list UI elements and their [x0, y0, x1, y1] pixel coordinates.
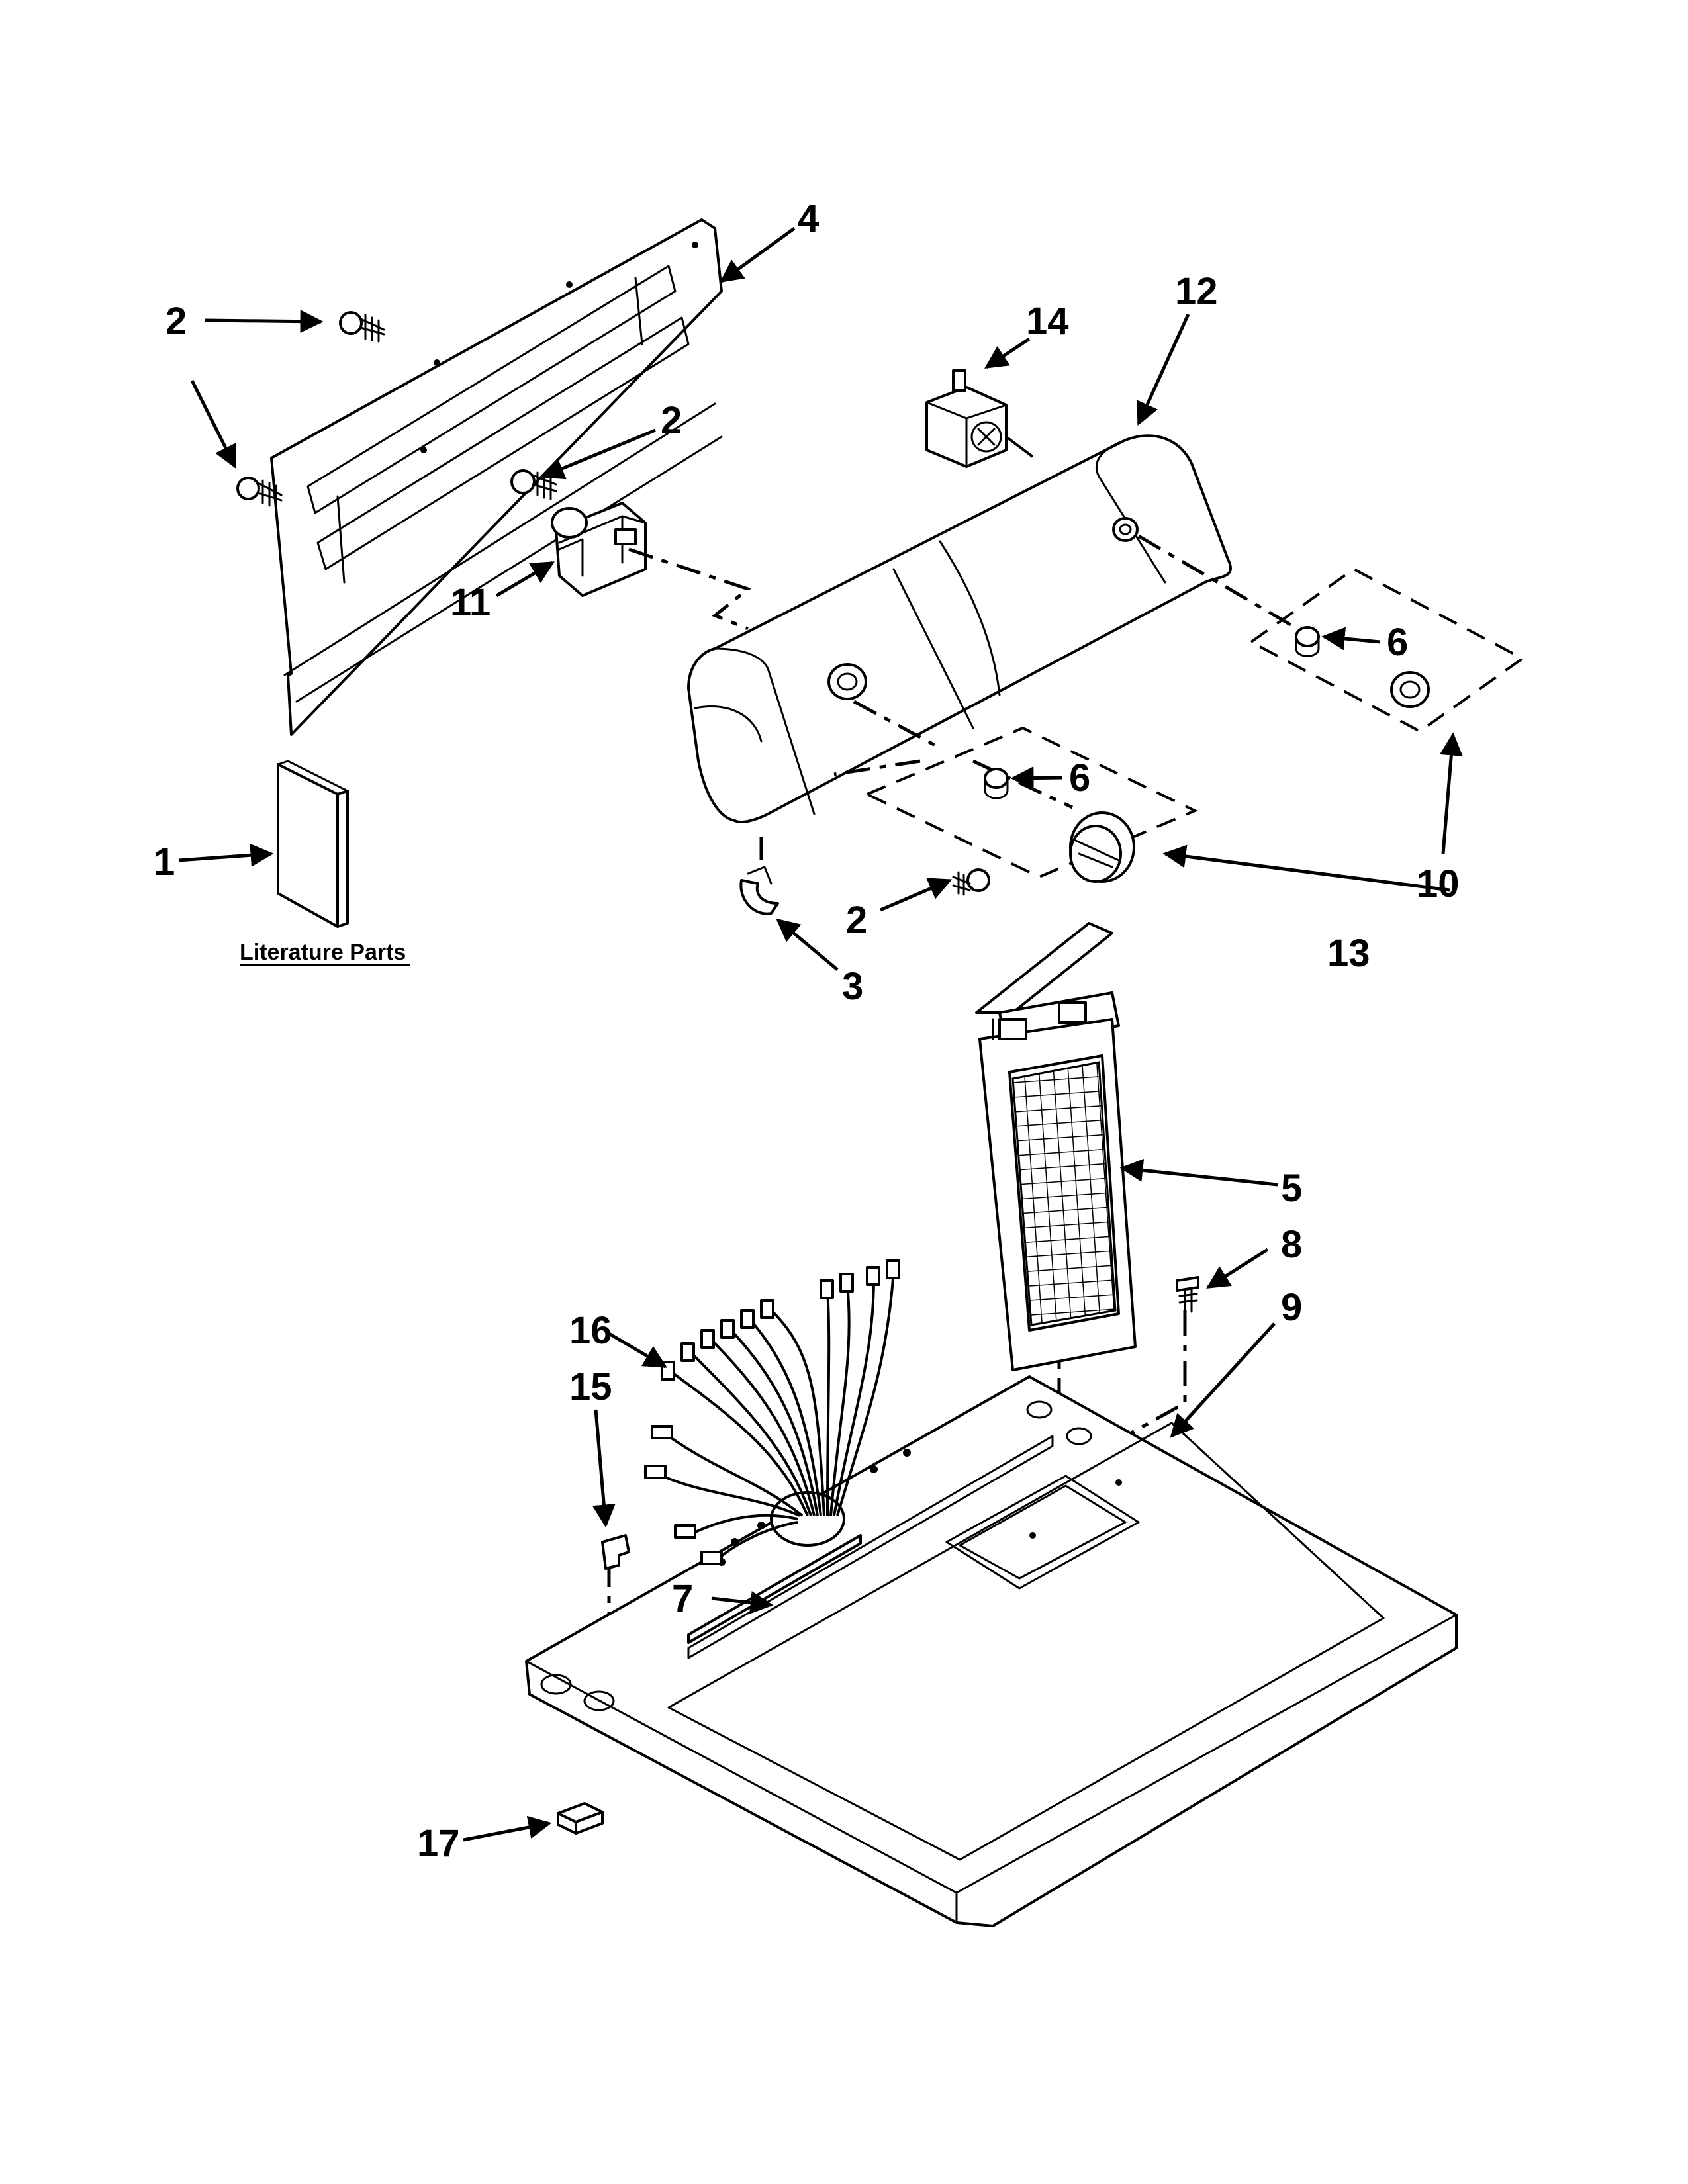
- callout-6-left: 6: [1069, 756, 1090, 799]
- callout-2-timer: 2: [661, 399, 682, 442]
- callout-8: 8: [1281, 1223, 1302, 1266]
- literature-book: [277, 760, 349, 928]
- literature-caption: Literature Parts: [240, 940, 410, 966]
- control-console: [687, 434, 1233, 823]
- foam-block: [557, 1802, 604, 1835]
- callout-1: 1: [154, 841, 175, 884]
- push-to-start-switch: [925, 369, 1034, 468]
- knob-spacer-left: [984, 768, 1009, 799]
- wire-harness: [644, 1259, 900, 1565]
- callout-5: 5: [1281, 1167, 1302, 1210]
- rear-panel-bracket: [270, 218, 723, 736]
- callout-13: 13: [1327, 932, 1370, 975]
- timer-knob: [1069, 811, 1135, 883]
- callout-12: 12: [1175, 270, 1218, 313]
- knob-spacer-right: [1295, 626, 1320, 657]
- callout-16: 16: [569, 1309, 612, 1352]
- screw-timer: [510, 469, 557, 500]
- callout-labels: 4 2 2 11 12 14 6 6 10 13 2 3 1 5 8 9 16 …: [154, 197, 1460, 1865]
- screw-top-panel: [1176, 1276, 1199, 1315]
- harness-connectors: [644, 1259, 900, 1565]
- callout-14: 14: [1026, 300, 1069, 343]
- callout-3: 3: [842, 965, 863, 1008]
- callout-10: 10: [1417, 862, 1460, 905]
- callout-2-rear-top: 2: [165, 300, 187, 343]
- callout-9: 9: [1281, 1286, 1302, 1329]
- callout-15: 15: [569, 1365, 612, 1408]
- literature-parts-label: Literature Parts: [240, 940, 406, 965]
- seal-strip: [687, 1534, 862, 1644]
- harness-clip: [601, 1534, 630, 1570]
- knob-right: [1390, 671, 1430, 708]
- callout-4: 4: [798, 197, 819, 240]
- knob-assembly-box-13: [864, 726, 1198, 879]
- leader-arrows: [178, 226, 1463, 1842]
- screw-console: [952, 868, 990, 896]
- timer-switch: [551, 502, 647, 597]
- lint-screen: [975, 922, 1137, 1371]
- callout-11: 11: [450, 581, 491, 624]
- top-panel: [525, 1375, 1458, 1927]
- screw-rear-left: [236, 477, 283, 510]
- callout-7: 7: [672, 1577, 693, 1620]
- screw-rear-top: [339, 311, 385, 343]
- callout-6-right: 6: [1387, 621, 1408, 664]
- callout-17: 17: [417, 1822, 460, 1865]
- callout-2-console: 2: [846, 899, 867, 942]
- wire-clip: [739, 866, 779, 915]
